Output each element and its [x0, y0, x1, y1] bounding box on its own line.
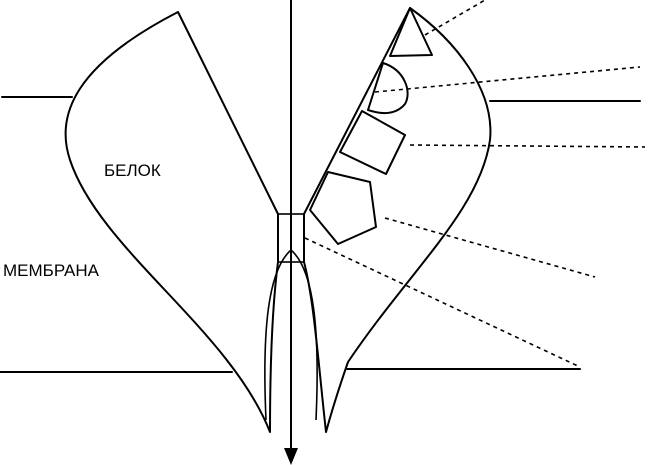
protein-label: БЕЛОК [104, 161, 161, 180]
square-shape [339, 110, 406, 175]
semicircle-shape [367, 62, 409, 115]
ligand-shapes [309, 7, 433, 245]
pentagon-shape [309, 171, 377, 245]
membrane-label: МЕМБРАНА [3, 261, 100, 280]
membrane-lines [0, 96, 641, 373]
arrowhead-icon [284, 448, 298, 465]
left-protein-lobe [64, 11, 279, 433]
pointer-lines [304, 0, 646, 368]
triangle-shape [389, 7, 433, 57]
